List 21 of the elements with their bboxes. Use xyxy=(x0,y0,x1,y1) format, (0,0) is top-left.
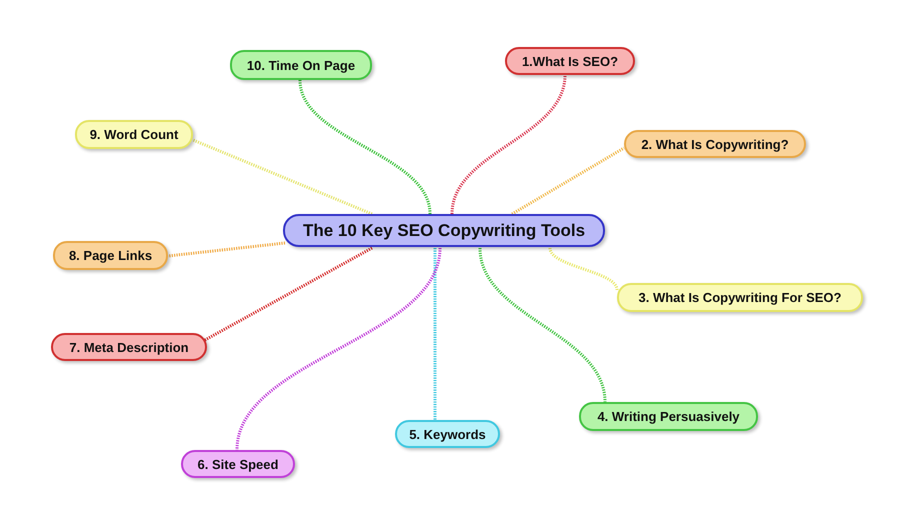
topic-box: 8. Page Links xyxy=(53,241,168,270)
topic-box: 10. Time On Page xyxy=(230,50,372,80)
central-topic-box: The 10 Key SEO Copywriting Tools xyxy=(283,214,605,247)
topic-box: 1.What Is SEO? xyxy=(505,47,635,75)
topic-box: 9. Word Count xyxy=(75,120,193,149)
topic-box: 3. What Is Copywriting For SEO? xyxy=(617,283,863,312)
topic-box: 7. Meta Description xyxy=(51,333,207,361)
connector-line xyxy=(478,248,606,402)
connector-line xyxy=(204,246,373,342)
topic-box: 4. Writing Persuasively xyxy=(579,402,758,431)
connector-line xyxy=(511,146,625,216)
topic-box: 6. Site Speed xyxy=(181,450,295,478)
connector-line xyxy=(548,248,618,290)
connector-line xyxy=(168,242,286,258)
connector-line xyxy=(236,248,442,450)
topic-box: 2. What Is Copywriting? xyxy=(624,130,806,158)
topic-box: 5. Keywords xyxy=(395,420,500,448)
connector-line xyxy=(434,248,436,420)
connector-line xyxy=(450,74,566,214)
connector-line xyxy=(192,138,373,216)
connector-line xyxy=(298,80,432,214)
